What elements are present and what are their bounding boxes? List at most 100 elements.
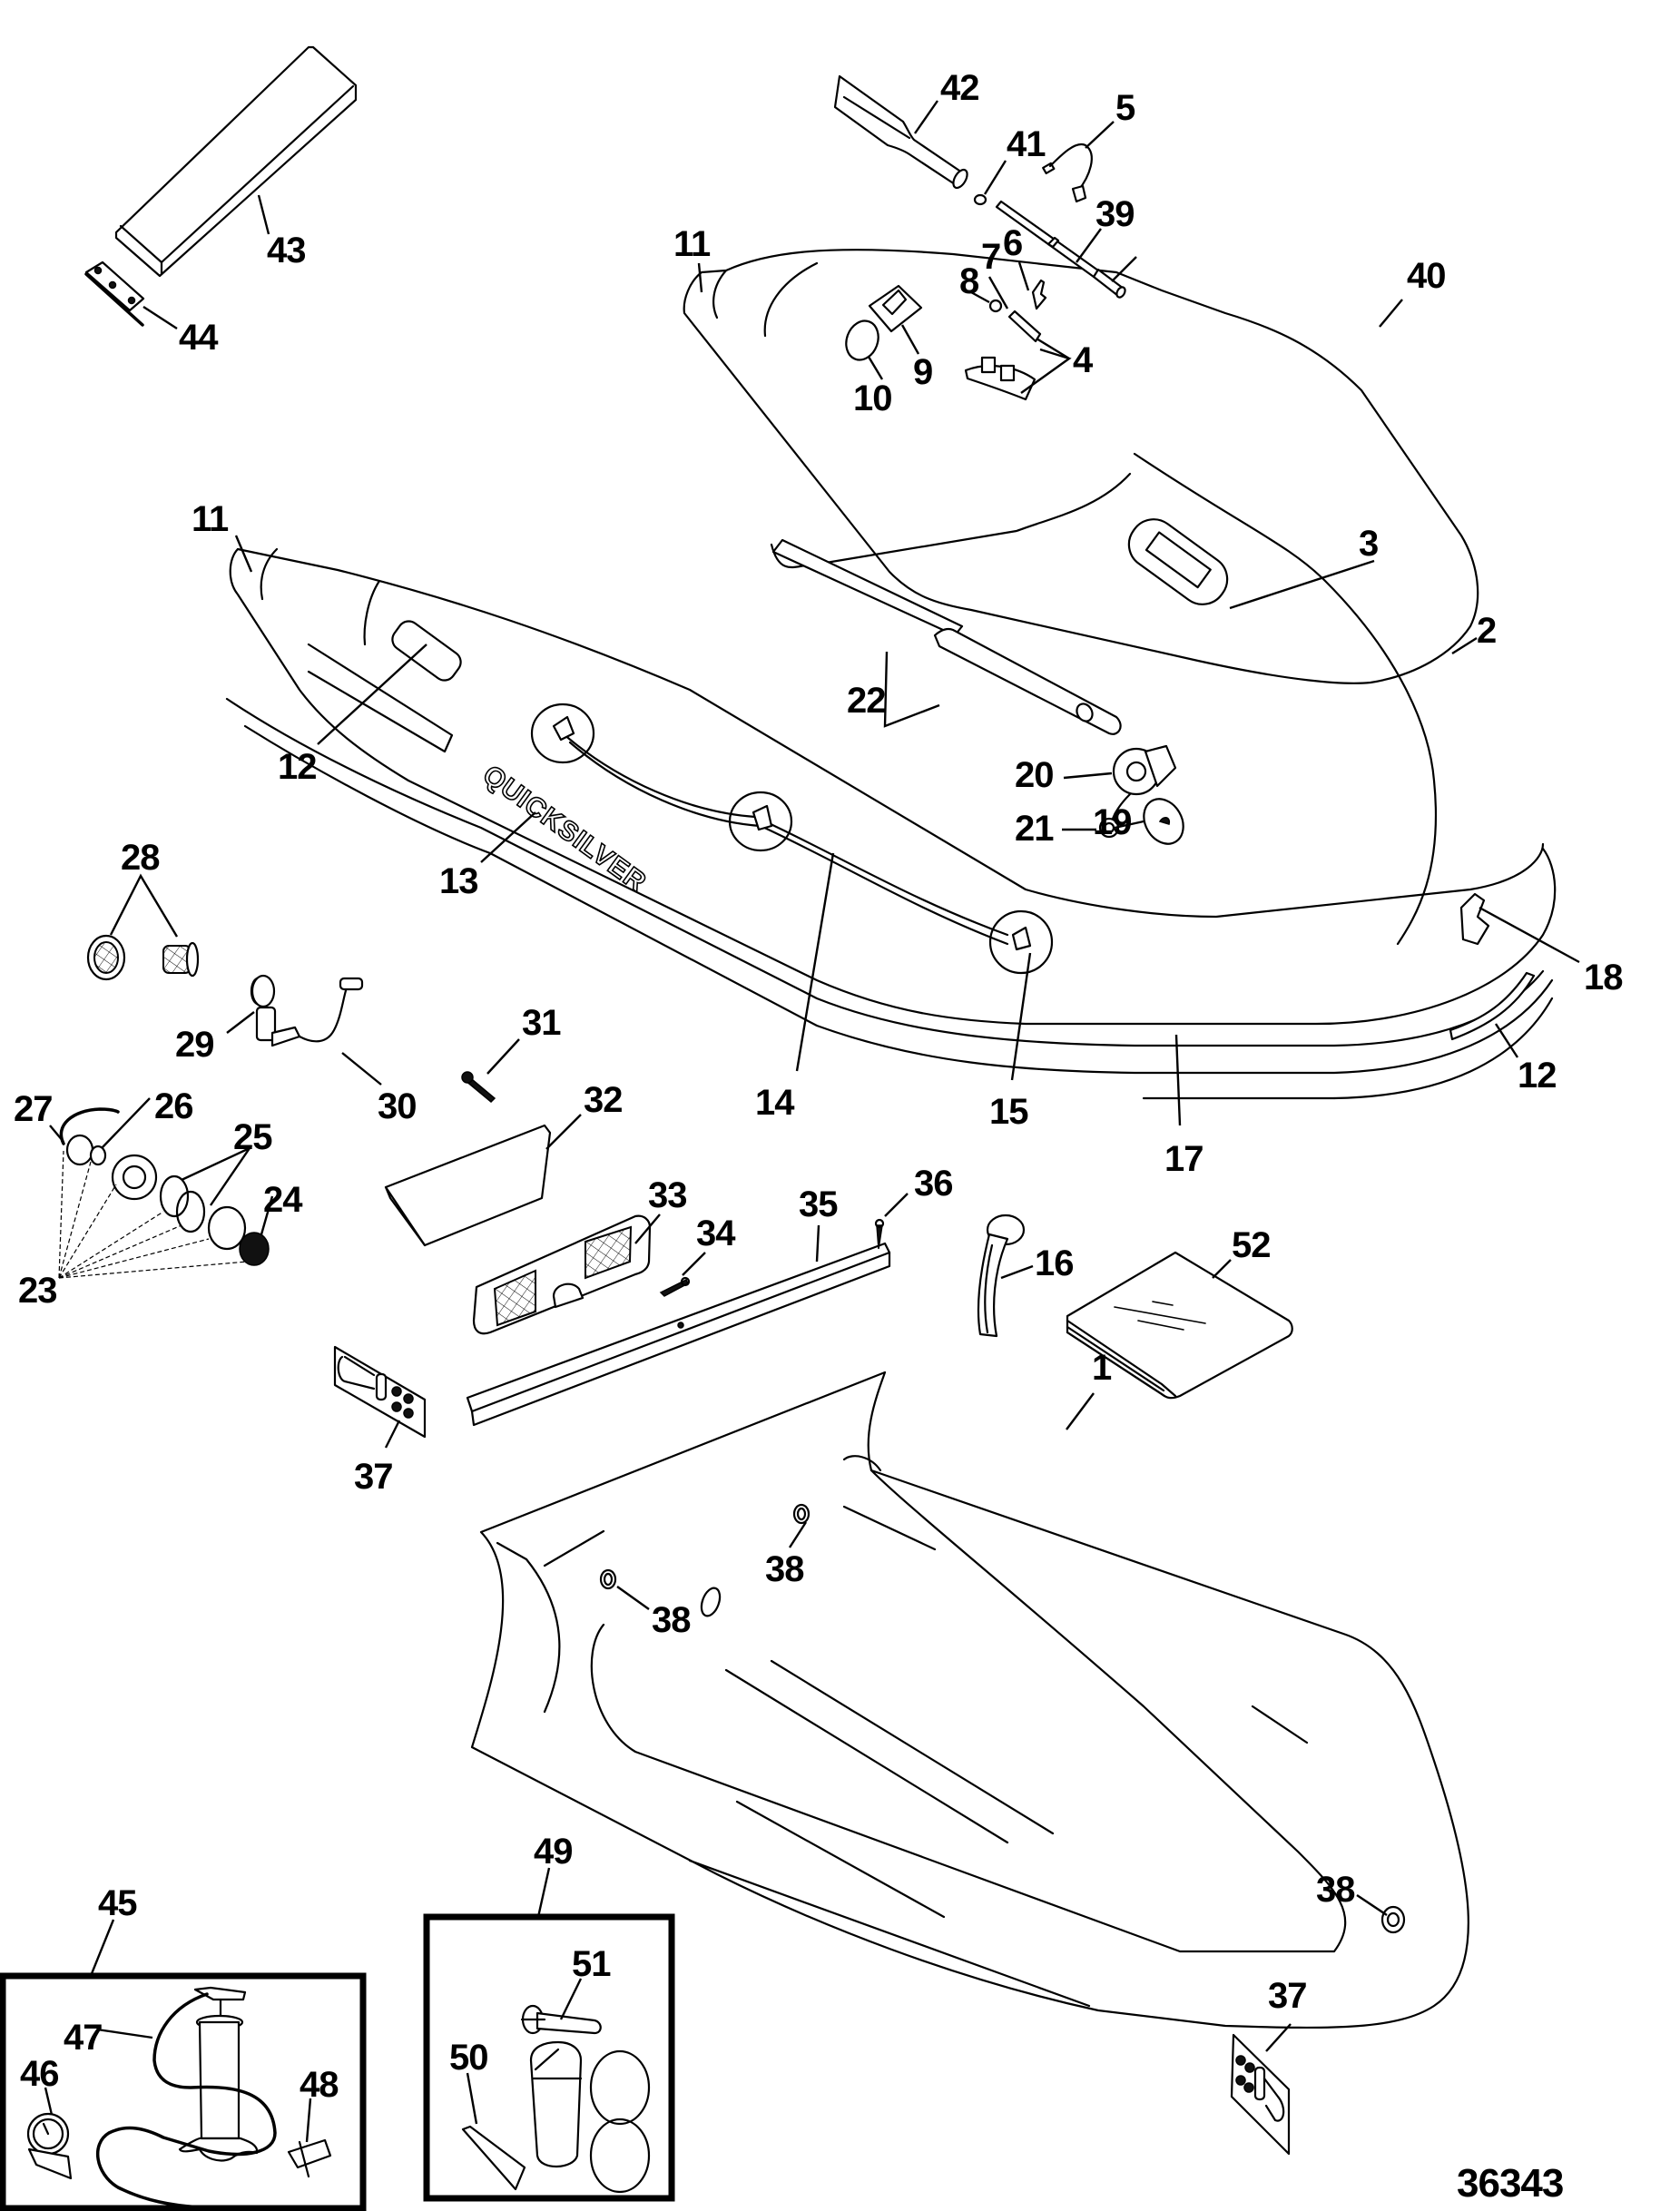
boat-side-tube[interactable] (225, 547, 1557, 1100)
sleeve-part-7[interactable] (1007, 310, 1042, 343)
callout-15[interactable]: 15 (989, 1092, 1029, 1132)
callout-46[interactable]: 46 (20, 2054, 60, 2094)
callout-34[interactable]: 34 (696, 1214, 737, 1253)
callout-50[interactable]: 50 (449, 2038, 489, 2078)
adapter-part-48[interactable] (287, 2138, 332, 2178)
callout-17[interactable]: 17 (1164, 1139, 1204, 1179)
callout-1[interactable]: 1 (1092, 1348, 1113, 1388)
callout-40-label[interactable]: 40 (1407, 256, 1447, 296)
towing-ring-patch-part-37a[interactable] (333, 1345, 427, 1439)
seat-part-43[interactable] (114, 45, 358, 278)
carry-bag-part-52[interactable] (1066, 1251, 1293, 1400)
callout-39[interactable]: 39 (1095, 194, 1135, 234)
callout-28[interactable]: 28 (121, 838, 161, 878)
callout-16[interactable]: 16 (1035, 1243, 1075, 1283)
callout-38a[interactable]: 38 (765, 1549, 805, 1589)
valve-part-20[interactable] (1112, 744, 1177, 796)
motor-pad-part-33[interactable] (472, 1214, 652, 1335)
callout-42[interactable]: 42 (940, 68, 980, 108)
callout-49[interactable]: 49 (534, 1832, 574, 1872)
callout-2[interactable]: 2 (1477, 611, 1497, 651)
callout-12a[interactable]: 12 (278, 747, 318, 787)
callout-4[interactable]: 4 (1073, 340, 1095, 380)
pressure-gauge-part-46[interactable] (26, 2112, 73, 2180)
callout-30[interactable]: 30 (378, 1086, 418, 1126)
screw-part-34[interactable] (659, 1276, 691, 1297)
callout-37b[interactable]: 37 (1268, 1976, 1308, 2016)
seat-bracket-part-44[interactable] (84, 260, 145, 327)
callout-36[interactable]: 36 (914, 1164, 954, 1204)
grommet-part-38c[interactable] (1380, 1905, 1406, 1934)
transom-rail-part-35[interactable] (466, 1242, 891, 1427)
oarlock-pin-part-6[interactable] (1031, 279, 1047, 310)
callout-45[interactable]: 45 (98, 1883, 138, 1923)
plug-part-8[interactable] (988, 299, 1003, 313)
callout-27[interactable]: 27 (14, 1089, 54, 1129)
oarlock-assembly-part-4[interactable] (964, 356, 1036, 401)
callout-33[interactable]: 33 (648, 1175, 688, 1215)
brand-decal-part-13[interactable]: QUICKSILVER (476, 759, 653, 899)
callout-18[interactable]: 18 (1584, 958, 1624, 997)
callout-6[interactable]: 6 (1003, 223, 1023, 263)
hull-bottom-part-1[interactable] (470, 1371, 1469, 2029)
callout-24[interactable]: 24 (263, 1180, 304, 1220)
callout-38b[interactable]: 38 (652, 1600, 692, 1640)
callout-47[interactable]: 47 (64, 2018, 103, 2058)
callout-10[interactable]: 10 (853, 378, 893, 418)
screw-part-36[interactable] (874, 1218, 885, 1250)
seat-holders-part-22[interactable] (771, 538, 1122, 735)
adhesive-tube-part-50[interactable] (461, 2125, 526, 2191)
callout-26[interactable]: 26 (154, 1086, 194, 1126)
valve-wrench-part-51[interactable] (520, 2004, 602, 2035)
transom-patch-part-16[interactable] (977, 1214, 1026, 1338)
clip-part-41[interactable] (973, 193, 987, 206)
lanyard-part-5[interactable] (1042, 142, 1093, 203)
callout-8[interactable]: 8 (959, 261, 980, 301)
towing-ring-patch-part-37b[interactable] (1230, 2033, 1291, 2156)
drain-valve-part-30[interactable] (255, 977, 364, 1047)
tube-part-2[interactable] (683, 249, 1479, 684)
grommet-part-38b[interactable] (599, 1568, 723, 1618)
logo-decal-part-18[interactable] (1459, 892, 1490, 946)
callout-5[interactable]: 5 (1115, 88, 1136, 128)
callout-9[interactable]: 9 (913, 352, 933, 392)
callout-21[interactable]: 21 (1015, 809, 1055, 849)
screw-part-31[interactable] (461, 1071, 496, 1104)
repair-kit-box-49[interactable] (423, 1913, 675, 2202)
callout-20[interactable]: 20 (1015, 755, 1055, 795)
callout-37a[interactable]: 37 (354, 1457, 394, 1497)
callout-41[interactable]: 41 (1007, 124, 1046, 164)
callout-52[interactable]: 52 (1232, 1225, 1272, 1265)
transom-part-32[interactable] (384, 1124, 552, 1247)
callout-32[interactable]: 32 (584, 1080, 624, 1120)
callout-11a[interactable]: 11 (673, 224, 712, 264)
callout-38c[interactable]: 38 (1316, 1870, 1356, 1910)
oar-grip-part-40[interactable] (1092, 268, 1126, 299)
callout-22[interactable]: 22 (847, 681, 887, 721)
tether-part-27[interactable] (59, 1107, 120, 1145)
grommet-part-38a[interactable] (792, 1503, 811, 1525)
callout-23[interactable]: 23 (18, 1271, 58, 1311)
callout-12b[interactable]: 12 (1518, 1056, 1557, 1096)
handle-patch-part-3[interactable] (1120, 510, 1237, 614)
callout-11b[interactable]: 11 (192, 499, 230, 539)
callout-25[interactable]: 25 (233, 1117, 273, 1157)
repair-cup-and-patches[interactable] (529, 2040, 651, 2194)
pump-kit-box-45-frame[interactable] (0, 1972, 367, 2211)
callout-48[interactable]: 48 (300, 2065, 339, 2105)
callout-35[interactable]: 35 (799, 1184, 839, 1224)
callout-14[interactable]: 14 (755, 1083, 796, 1123)
callout-29[interactable]: 29 (175, 1025, 215, 1065)
handle-part-12a[interactable] (388, 617, 466, 685)
ring-part-10[interactable] (841, 317, 884, 365)
callout-31[interactable]: 31 (522, 1003, 562, 1043)
o-rings-part-25[interactable] (159, 1174, 206, 1233)
handle-part-12b[interactable] (1449, 971, 1536, 1041)
callout-51[interactable]: 51 (572, 1944, 612, 1984)
callout-19-visible[interactable]: 19 (1093, 802, 1133, 842)
oarlock-mount-part-9[interactable] (868, 284, 923, 333)
callout-3[interactable]: 3 (1359, 524, 1379, 564)
insert-part-26[interactable] (65, 1134, 107, 1166)
callout-44[interactable]: 44 (179, 318, 220, 358)
lifeline-patch-part-15[interactable] (530, 703, 1054, 975)
